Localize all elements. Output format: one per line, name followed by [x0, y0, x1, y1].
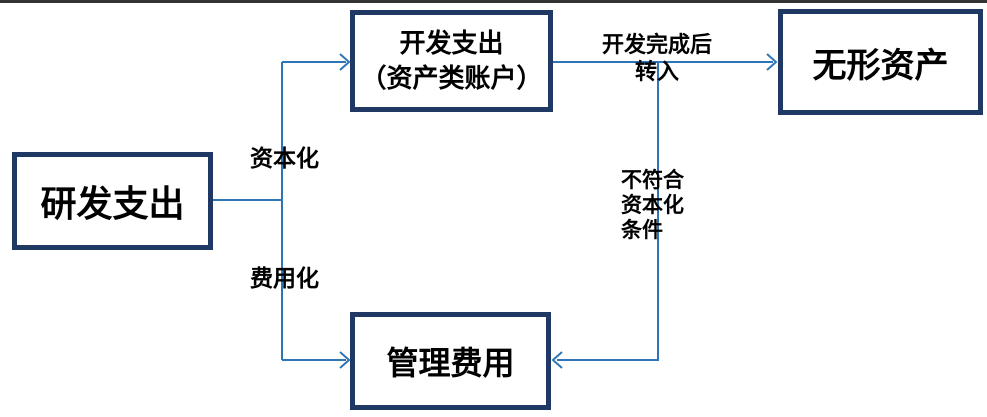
node-admin-expense: 管理费用: [350, 312, 551, 410]
node-dev-expenditure: 开发支出 （资产类账户）: [350, 10, 553, 112]
edge-label-capitalize: 资本化: [250, 146, 319, 171]
edge-label-expense: 费用化: [250, 266, 319, 291]
edge-label-transfer-line1: 开发完成后: [601, 32, 712, 57]
node-dev-expenditure-label-line1: 开发支出: [399, 29, 504, 58]
node-rnd-expenditure-label: 研发支出: [40, 184, 185, 224]
node-intangible-assets: 无形资产: [778, 9, 983, 115]
edge-label-transfer: 开发完成后 转入: [597, 31, 717, 85]
edge-label-not-meet-capitalization: 不符合 资本化 条件: [621, 168, 684, 243]
edge-notmeet-line: [557, 62, 659, 361]
node-dev-expenditure-label-line2: （资产类账户）: [360, 64, 543, 93]
top-divider-rule: [0, 0, 987, 3]
edge-expense-arrowhead: [339, 351, 351, 369]
edge-transfer-arrowhead: [766, 53, 778, 71]
edge-label-not-meet-line1: 不符合: [621, 168, 684, 192]
edge-capitalize-arrowhead: [339, 53, 351, 71]
edge-label-not-meet-line3: 条件: [621, 218, 663, 242]
node-admin-expense-label: 管理费用: [386, 345, 515, 381]
node-intangible-assets-label: 无形资产: [812, 47, 949, 85]
edge-notmeet-arrowhead: [551, 351, 563, 369]
node-rnd-expenditure: 研发支出: [12, 152, 213, 250]
edge-rnd-trunk: [213, 62, 283, 360]
edge-label-not-meet-line2: 资本化: [621, 193, 684, 217]
edge-label-transfer-line2: 转入: [634, 59, 679, 84]
